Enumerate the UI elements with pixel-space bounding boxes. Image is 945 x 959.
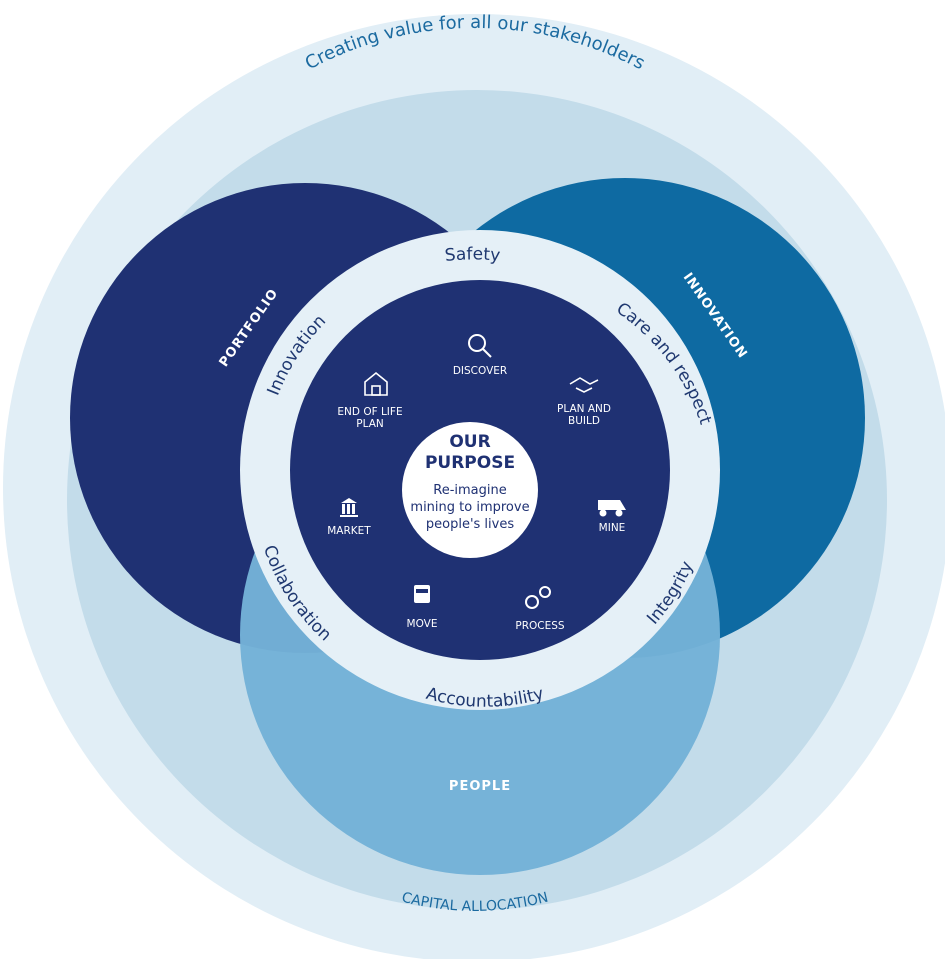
stage-plan-and-build: PLAN AND BUILD xyxy=(557,377,611,427)
stage-move-label: MOVE xyxy=(407,618,438,630)
stage-process: PROCESS xyxy=(515,586,565,632)
stage-process-label: PROCESS xyxy=(515,620,565,632)
mining-truck-icon xyxy=(598,500,626,517)
handshake-icon xyxy=(569,377,599,393)
purpose-circle xyxy=(402,422,538,558)
purpose-line-1: Re-imagine xyxy=(433,483,506,498)
stage-discover-label: DISCOVER xyxy=(453,365,507,377)
stage-discover: DISCOVER xyxy=(453,334,507,377)
people-label: PEOPLE xyxy=(449,779,511,794)
stage-plan-label-2: BUILD xyxy=(568,415,600,427)
gears-icon xyxy=(525,586,551,609)
truck-icon xyxy=(414,585,430,603)
house-icon xyxy=(364,371,388,396)
purpose-line-3: people's lives xyxy=(426,517,514,532)
stage-eol-label-1: END OF LIFE xyxy=(337,406,402,418)
purpose-line-2: mining to improve xyxy=(410,500,529,515)
purpose-title-1: OUR xyxy=(449,432,490,452)
purpose-title-2: PURPOSE xyxy=(425,453,515,473)
stage-move: MOVE xyxy=(407,585,438,630)
stage-market: MARKET xyxy=(327,498,371,537)
stage-end-of-life: END OF LIFE PLAN xyxy=(337,371,403,430)
stage-eol-label-2: PLAN xyxy=(356,418,383,430)
building-icon xyxy=(340,498,358,517)
stage-mine: MINE xyxy=(598,500,626,534)
stage-mine-label: MINE xyxy=(599,522,626,534)
stage-market-label: MARKET xyxy=(327,525,371,537)
stage-plan-label-1: PLAN AND xyxy=(557,403,611,415)
magnifier-icon xyxy=(468,334,492,358)
